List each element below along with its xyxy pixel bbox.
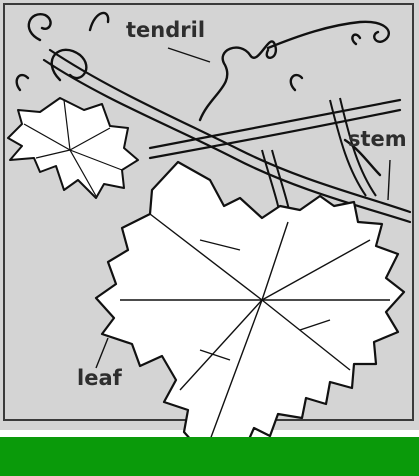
green-status-bar xyxy=(0,437,419,476)
label-tendril: tendril xyxy=(126,20,205,41)
label-leaf: leaf xyxy=(77,368,122,389)
label-stem: stem xyxy=(348,129,407,150)
